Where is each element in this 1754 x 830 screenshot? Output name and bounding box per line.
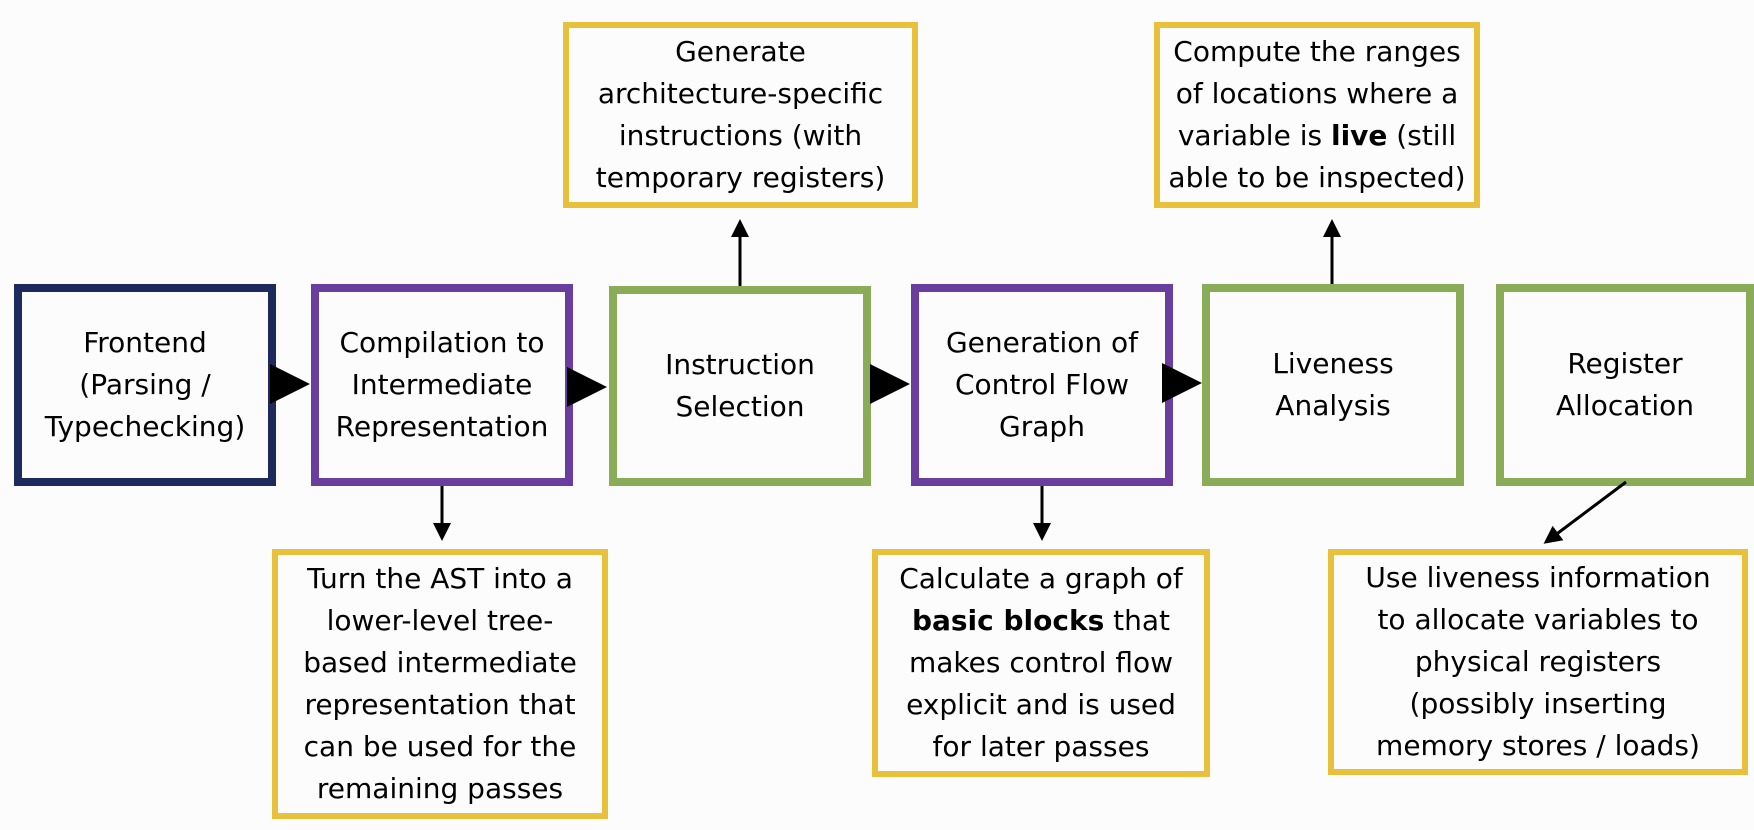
stage-frontend: Frontend(Parsing /Typechecking) [14, 284, 276, 486]
arrow-regalloc-to-note [1543, 480, 1627, 544]
stage-frontend-label: Frontend(Parsing /Typechecking) [44, 326, 246, 443]
